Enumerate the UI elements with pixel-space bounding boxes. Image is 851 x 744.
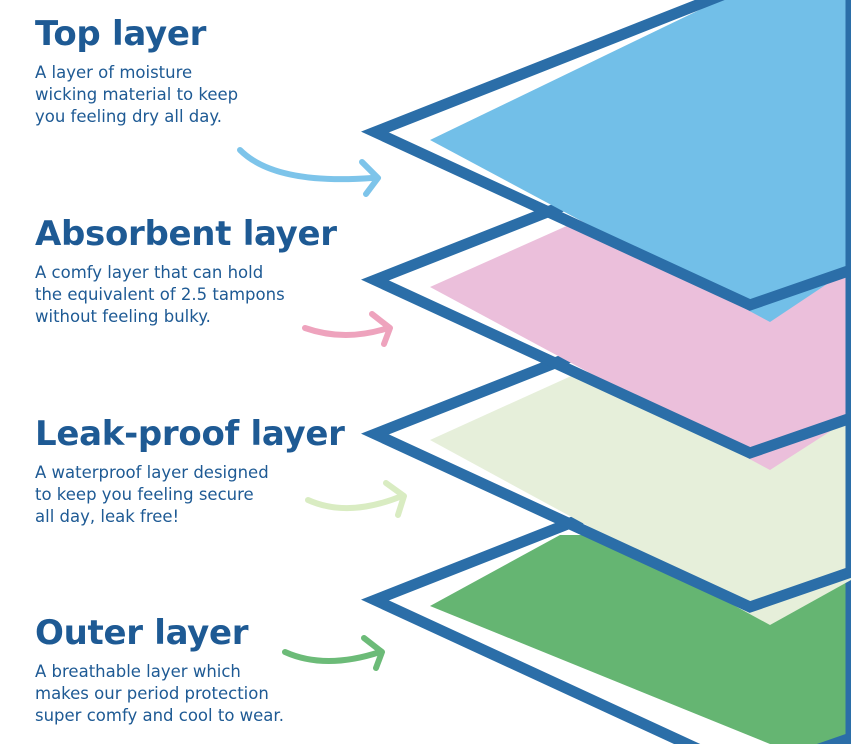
top-layer-sheet: [361, 0, 851, 322]
top-layer-title: Top layer: [35, 14, 207, 54]
leak-proof-layer-title: Leak-proof layer: [35, 414, 345, 454]
top-layer-description: A layer of moisture wicking material to …: [35, 63, 239, 126]
leak-proof-layer-arrow: [305, 480, 407, 518]
top-layer-label: Top layer A layer of moisture wicking ma…: [35, 14, 238, 128]
outer-layer-label: Outer layer A breathable layer which mak…: [35, 613, 284, 727]
leak-proof-layer-label: Leak-proof layer A waterproof layer desi…: [35, 414, 345, 528]
outer-layer-arrow: [282, 635, 385, 671]
outer-layer-title: Outer layer: [35, 613, 249, 653]
top-layer-arrow: [237, 147, 381, 197]
leak-proof-layer-description: A waterproof layer designed to keep you …: [35, 463, 269, 526]
outer-layer-description: A breathable layer which makes our perio…: [35, 662, 284, 725]
absorbent-layer-title: Absorbent layer: [35, 214, 337, 254]
absorbent-layer-description: A comfy layer that can hold the equivale…: [35, 263, 285, 326]
absorbent-layer-arrow: [302, 311, 393, 347]
absorbent-layer-label: Absorbent layer A comfy layer that can h…: [35, 214, 337, 328]
